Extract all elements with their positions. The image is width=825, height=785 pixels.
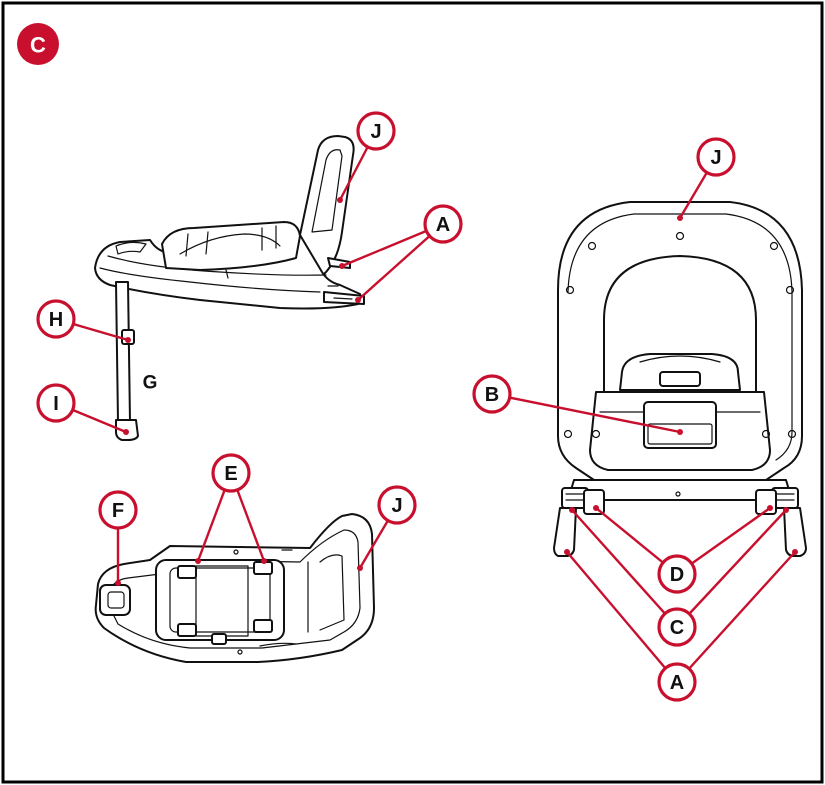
svg-text:J: J — [710, 147, 721, 169]
svg-text:G: G — [143, 373, 158, 394]
svg-text:C: C — [670, 617, 684, 639]
svg-text:A: A — [436, 214, 450, 236]
figure-badge: C — [17, 23, 59, 65]
callout-top-backrest: J — [357, 485, 417, 571]
callout-rear-backrest: J — [677, 137, 736, 221]
label-support-leg: G — [143, 373, 158, 394]
svg-text:J: J — [370, 121, 381, 143]
svg-text:A: A — [670, 672, 684, 694]
callout-side-leg-foot: I — [36, 383, 129, 435]
svg-text:D: D — [670, 564, 684, 586]
callout-top-connectors: E — [195, 453, 267, 564]
callout-rear-release-handle: B — [472, 374, 683, 435]
callout-rear-indicators: C — [569, 507, 789, 647]
callout-side-backrest: J — [337, 111, 396, 203]
side-view-drawing — [94, 135, 365, 441]
callout-side-isofix: A — [339, 204, 463, 303]
callout-rear-connector-buttons: D — [593, 505, 773, 594]
svg-text:H: H — [49, 309, 63, 331]
rear-view-drawing — [553, 201, 807, 557]
svg-text:J: J — [391, 495, 402, 517]
svg-text:B: B — [485, 384, 499, 406]
svg-text:C: C — [30, 33, 46, 58]
callout-side-leg-release: H — [36, 299, 131, 343]
svg-text:E: E — [224, 463, 237, 485]
svg-text:F: F — [112, 500, 124, 522]
top-view-drawing — [94, 513, 375, 663]
callout-rear-isofix-arms: A — [564, 549, 798, 702]
svg-text:I: I — [53, 393, 59, 415]
callout-top-indicator: F — [98, 490, 138, 586]
